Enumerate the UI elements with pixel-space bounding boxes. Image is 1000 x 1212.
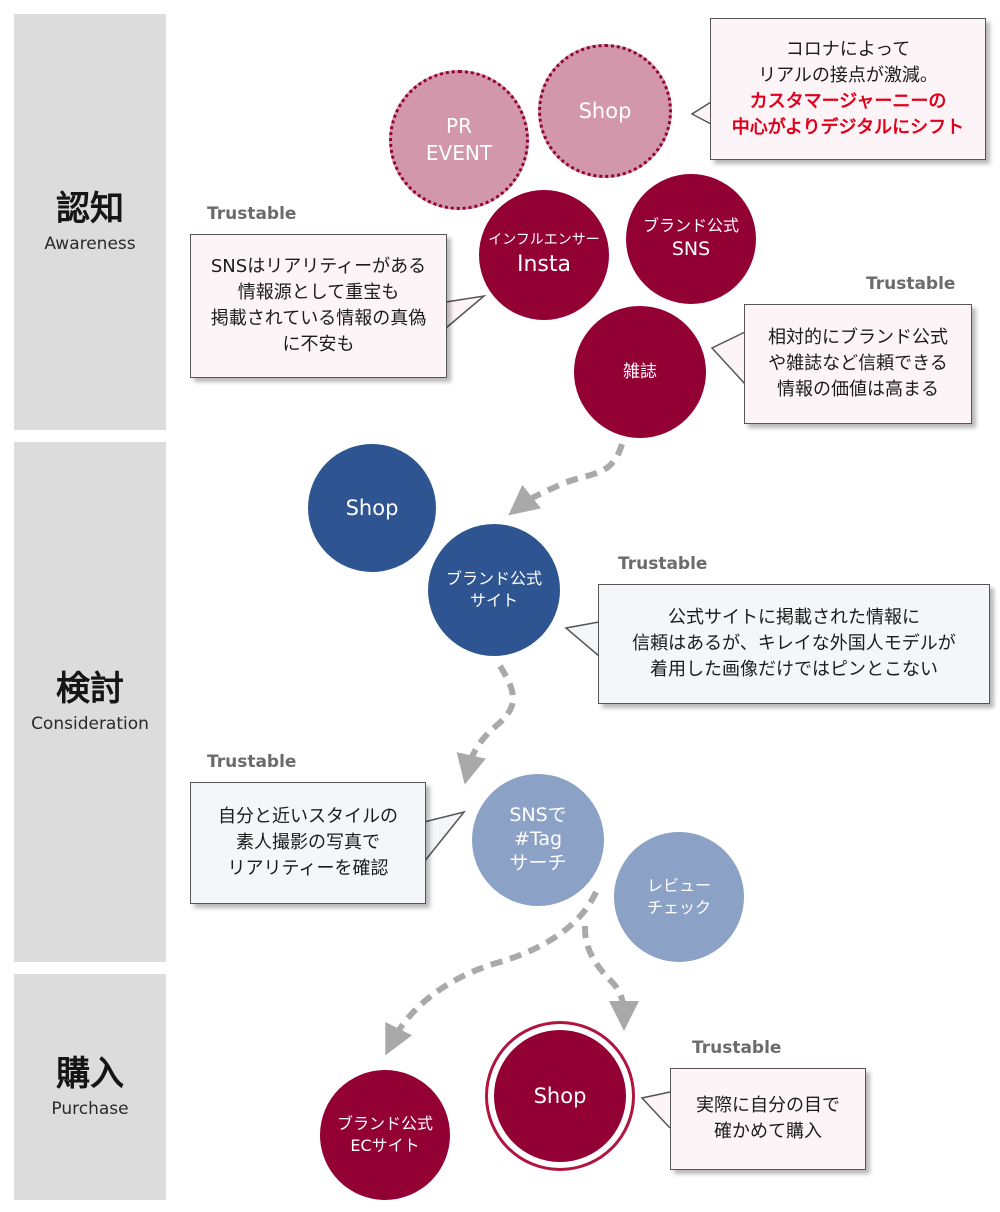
magazine-circle: 雑誌	[574, 306, 706, 438]
arrow-magazine-to-site	[508, 443, 625, 516]
brand-ec-circle: ブランド公式 ECサイト	[320, 1070, 450, 1200]
note-line: 信頼はあるが、キレイな外国人モデルが	[632, 632, 956, 654]
circle-label: 雑誌	[623, 361, 657, 382]
pr-event-circle: PR EVENT	[389, 70, 529, 210]
note-line-highlight: カスタマージャーニーの	[749, 91, 947, 112]
circle-label: ブランド公式	[336, 1114, 433, 1134]
note-line: 相対的にブランド公式	[768, 326, 948, 348]
stage-title: 認知	[56, 189, 124, 230]
circle-label: チェック	[646, 898, 711, 917]
review-circle: レビュー チェック	[614, 832, 744, 962]
note-line: 公式サイトに掲載された情報に	[667, 606, 920, 628]
note-line: 実際に自分の目で	[696, 1094, 840, 1116]
brand-sns-circle: ブランド公式 SNS	[626, 174, 756, 304]
arrow-to-ec	[385, 890, 599, 1056]
circle-label: サイト	[469, 591, 518, 610]
tail-sns	[445, 294, 487, 329]
shop-awareness-circle: Shop	[538, 44, 672, 178]
shop-purchase-circle: Shop	[494, 1030, 626, 1162]
stage-awareness: 認知 Awareness	[14, 14, 166, 430]
stage-title: 購入	[56, 1054, 124, 1095]
trustable-label: Trustable	[866, 274, 956, 294]
trustable-label: Trustable	[618, 554, 708, 574]
tail-style	[423, 810, 466, 863]
circle-label: EVENT	[425, 141, 493, 165]
circle-label: レビュー	[646, 876, 711, 896]
note-sns: SNSはリアリティーがある 情報源として重宝も 掲載されている情報の真偽 に不安…	[190, 234, 447, 378]
trustable-label: Trustable	[207, 204, 297, 224]
note-line: に不安も	[282, 334, 355, 356]
note-relative: 相対的にブランド公式 や雑誌など信頼できる 情報の価値は高まる	[744, 304, 972, 424]
trustable-label: Trustable	[692, 1038, 782, 1058]
circle-label: ブランド公式	[642, 216, 739, 236]
stage-subtitle: Consideration	[31, 713, 149, 734]
note-line: 情報源として重宝も	[237, 281, 400, 303]
influencer-circle: インフルエンサー Insta	[479, 190, 609, 320]
circle-label: Shop	[578, 98, 632, 123]
tail-official	[564, 621, 600, 657]
brand-site-circle: ブランド公式 サイト	[428, 524, 560, 656]
note-actual: 実際に自分の目で 確かめて購入	[670, 1068, 866, 1170]
note-line: リアルの接点が激減。	[758, 64, 938, 86]
note-line-highlight: 中心がよりデジタルにシフト	[731, 117, 965, 139]
tail-corona	[690, 101, 712, 125]
note-line: 情報の価値は高まる	[777, 379, 939, 401]
note-official-site: 公式サイトに掲載された情報に 信頼はあるが、キレイな外国人モデルが 着用した画像…	[598, 584, 990, 704]
circle-label: サーチ	[509, 851, 567, 874]
circle-label: Shop	[345, 495, 399, 520]
note-line: コロナによって	[785, 38, 911, 60]
stage-title: 検討	[56, 669, 124, 710]
note-line: SNSはリアリティーがある	[210, 255, 427, 277]
circle-label: Shop	[533, 1083, 587, 1108]
note-corona: コロナによって リアルの接点が激減。 カスタマージャーニーの 中心がよりデジタル…	[710, 18, 986, 160]
tail-relative	[710, 331, 746, 385]
arrow-site-to-sns	[456, 664, 516, 785]
note-line: や雑誌など信頼できる	[768, 352, 948, 374]
shop-consideration-circle: Shop	[308, 444, 436, 572]
circle-label: #Tag	[513, 828, 563, 851]
stage-consideration: 検討 Consideration	[14, 442, 166, 962]
stage-subtitle: Purchase	[51, 1098, 129, 1119]
note-line: 自分と近いスタイルの	[218, 805, 398, 827]
note-line: 素人撮影の写真で	[236, 831, 380, 853]
circle-label: SNSで	[509, 804, 567, 827]
note-line: リアリティーを確認	[227, 858, 389, 880]
arrow-to-shop	[581, 925, 639, 1031]
note-line: 確かめて購入	[714, 1121, 822, 1142]
tail-actual	[640, 1091, 671, 1129]
circle-label: インフルエンサー	[488, 231, 600, 248]
note-style: 自分と近いスタイルの 素人撮影の写真で リアリティーを確認	[190, 782, 426, 904]
stage-subtitle: Awareness	[44, 233, 136, 254]
note-line: 掲載されている情報の真偽	[210, 308, 427, 329]
stage-purchase: 購入 Purchase	[14, 974, 166, 1200]
circle-label: ブランド公式	[445, 569, 542, 589]
note-line: 着用した画像だけではピンとこない	[649, 659, 938, 681]
circle-label: PR	[446, 114, 472, 138]
sns-tag-circle: SNSで #Tag サーチ	[472, 774, 604, 906]
circle-label: ECサイト	[350, 1136, 420, 1155]
circle-label: Insta	[516, 251, 571, 277]
circle-label: SNS	[671, 237, 711, 260]
trustable-label: Trustable	[207, 752, 297, 772]
